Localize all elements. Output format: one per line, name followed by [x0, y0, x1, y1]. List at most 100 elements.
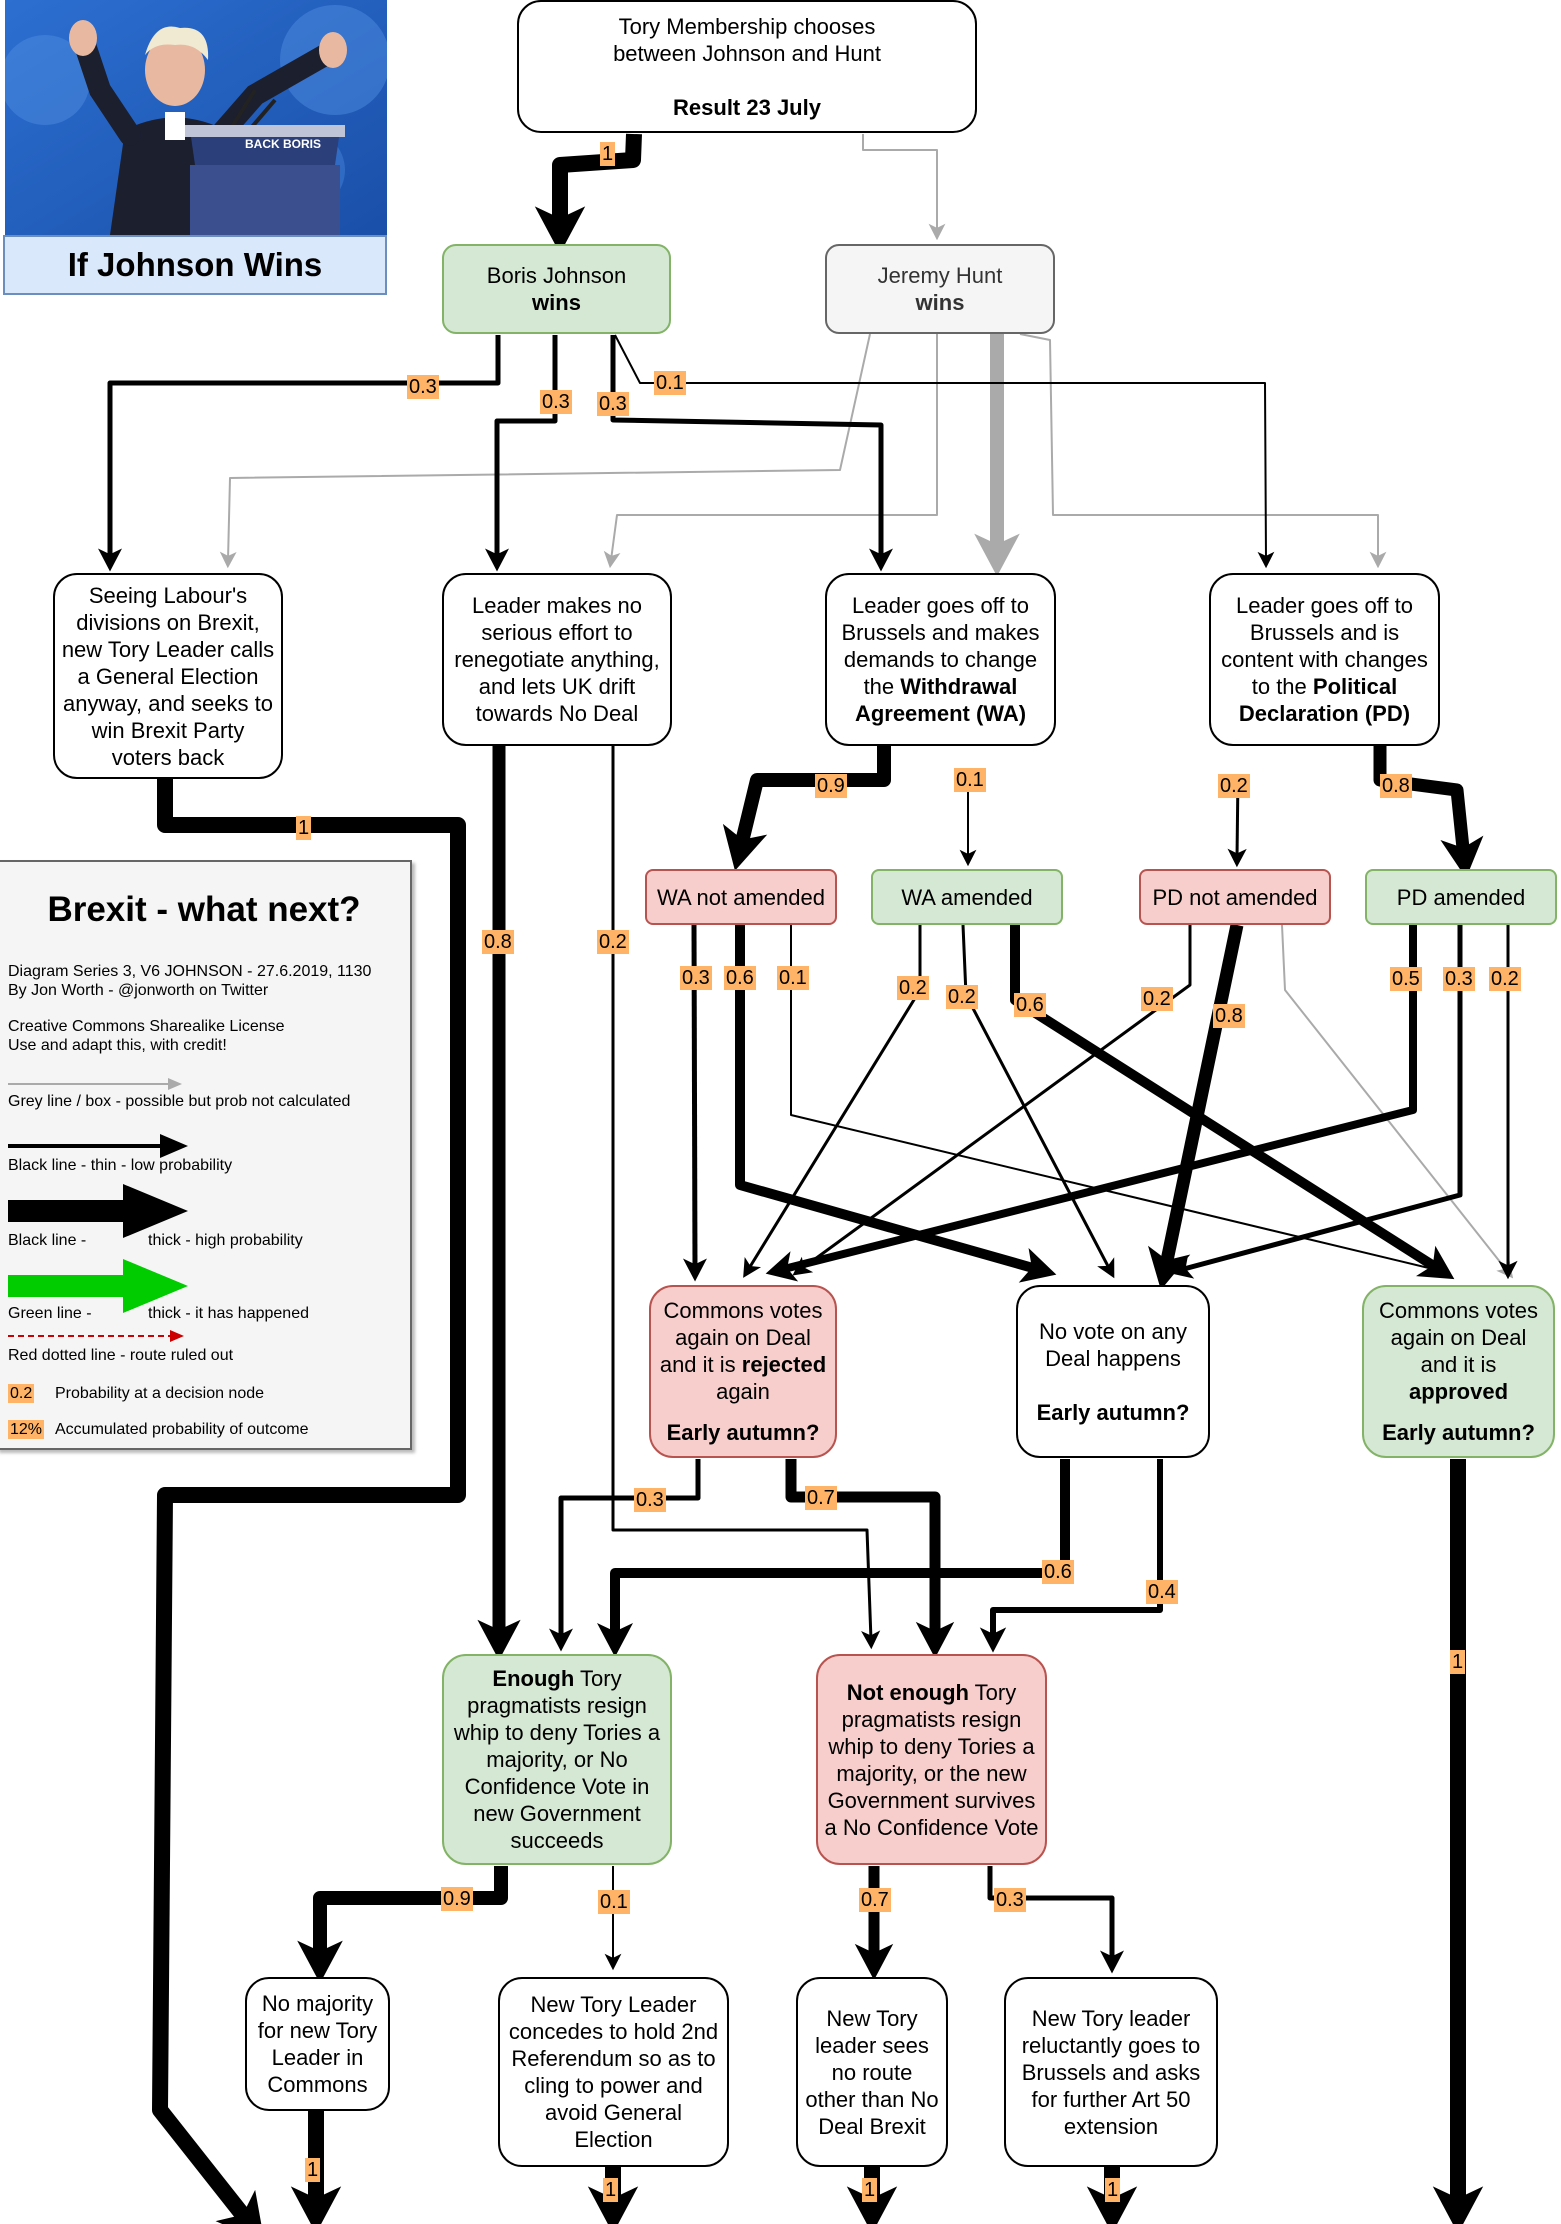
- prob-noeffort-notenough: 0.2: [597, 930, 629, 954]
- edge-pd-not-novote: [1158, 923, 1244, 1272]
- node-pd-not-text: PD not amended: [1152, 884, 1318, 910]
- edge-wa-am-rejected: [746, 925, 922, 1271]
- prob-brussels-pd-amended: 0.8: [1380, 774, 1412, 798]
- node-no-vote: No vote on any Deal happens Early autumn…: [1016, 1285, 1210, 1458]
- node-brussels-pd-bold: Political Declaration (PD): [1238, 674, 1411, 726]
- prob-wa-not-novote: 0.6: [724, 966, 756, 990]
- node-enough-pragmatists: Enough Tory pragmatists resign whip to d…: [442, 1654, 672, 1865]
- prob-novote-notenough: 0.4: [1146, 1580, 1178, 1604]
- edge-brussels-wa-not-arrowhead: [722, 823, 768, 871]
- node-labour-divisions: Seeing Labour's divisions on Brexit, new…: [53, 573, 283, 779]
- node-brussels-wa: Leader goes off to Brussels and makes de…: [825, 573, 1056, 746]
- edge-rejected-enough: [558, 1459, 701, 1640]
- legend-grey: Grey line / box - possible but prob not …: [8, 1093, 351, 1110]
- boris-photo: BACK BORIS: [5, 0, 387, 235]
- prob-rejected-notenough: 0.7: [805, 1486, 837, 1510]
- edge-labour-bottom-arrowhead: [215, 2189, 262, 2224]
- node-rejected-when: Early autumn?: [666, 1420, 820, 1445]
- edge-johnson-noeffort: [494, 335, 558, 560]
- prob-notenough-nodeal: 0.7: [859, 1888, 891, 1912]
- edge-pd-not-approved: [1281, 924, 1509, 1273]
- prob-wa-am-approved: 0.6: [1014, 993, 1046, 1017]
- legend-green-a: Green line -: [8, 1305, 92, 1322]
- legend-author: By Jon Worth - @jonworth on Twitter: [8, 982, 269, 999]
- prob-johnson-labour: 0.3: [407, 375, 439, 399]
- prob-brussels-wa-amended: 0.1: [954, 768, 986, 792]
- node-enough-text: Enough Tory pragmatists resign whip to d…: [450, 1665, 664, 1854]
- node-no-vote-text: No vote on any Deal happens: [1039, 1318, 1187, 1371]
- edge-brussels-pd-not-arrowhead: [1227, 848, 1247, 868]
- prob-wa-not-rejected: 0.3: [680, 966, 712, 990]
- edge-pd-not-rejected: [799, 925, 1192, 1272]
- edge-novote-enough: [610, 1459, 1070, 1640]
- node-no-effort: Leader makes no serious effort to renego…: [442, 573, 672, 746]
- prob-johnson-noeffort: 0.3: [540, 390, 572, 414]
- node-no-deal-brexit: New Tory leader sees no route other than…: [796, 1977, 948, 2167]
- prob-pd-not-novote: 0.8: [1213, 1004, 1245, 1028]
- node-commons-rejected-text: Commons votes again on Deal and it is re…: [657, 1297, 829, 1405]
- lectern-sign: BACK BORIS: [245, 137, 321, 151]
- edge-notenough-extension: [987, 1866, 1115, 1962]
- node-approved-bold: approved: [1408, 1379, 1509, 1404]
- edge-johnson-brussels-pd: [614, 334, 1267, 561]
- node-no-deal-text: New Tory leader sees no route other than…: [805, 2005, 939, 2139]
- prob-wa-am-novote: 0.2: [946, 985, 978, 1009]
- edge-notenough-nodeal-arrowhead: [854, 1943, 894, 1981]
- edge-brussels-wa-amended-arrowhead: [959, 849, 977, 867]
- edge-noeffort-notenough: [611, 746, 873, 1641]
- prob-wa-am-rejected: 0.2: [897, 976, 929, 1000]
- edge-johnson-noeffort-arrowhead: [485, 548, 509, 572]
- edge-johnson-brussels-pd-arrowhead: [1257, 551, 1275, 569]
- edge-novote-notenough-arrowhead: [979, 1627, 1007, 1653]
- node-no-majority-text: No majority for new Tory Leader in Commo…: [257, 1991, 378, 2097]
- node-not-enough-text: Not enough Tory pragmatists resign whip …: [824, 1679, 1039, 1841]
- edge-notenough-extension-arrowhead: [1100, 1950, 1124, 1974]
- edge-johnson-labour-arrowhead: [98, 548, 122, 572]
- node-no-majority: No majority for new Tory Leader in Commo…: [245, 1977, 390, 2111]
- prob-rejected-enough: 0.3: [634, 1488, 666, 1512]
- node-enough-post: Tory pragmatists resign whip to deny Tor…: [453, 1666, 661, 1853]
- edge-brussels-pd-amended: [1373, 746, 1471, 859]
- prob-referendum-bottom: 1: [603, 2178, 619, 2202]
- node-johnson-wins: Boris Johnson wins: [442, 244, 671, 334]
- prob-brussels-pd-not: 0.2: [1218, 774, 1250, 798]
- edge-nomajority-bottom-arrowhead: [290, 2186, 342, 2224]
- edge-pd-am-rejected-arrowhead: [765, 1251, 799, 1282]
- node-no-vote-when: Early autumn?: [1036, 1399, 1190, 1425]
- legend-prob-swatch: 0.2: [8, 1384, 35, 1403]
- edge-wa-not-rejected-arrowhead: [682, 1258, 707, 1282]
- node-second-referendum-text: New Tory Leader concedes to hold 2nd Ref…: [508, 1992, 719, 2152]
- edge-brussels-wa-not: [733, 746, 891, 852]
- node-pd-not-amended: PD not amended: [1139, 869, 1331, 925]
- edge-hunt-brussels-wa-arrowhead: [974, 533, 1020, 577]
- node-not-enough-pragmatists: Not enough Tory pragmatists resign whip …: [816, 1654, 1047, 1865]
- prob-brussels-wa-not: 0.9: [815, 774, 847, 798]
- node-not-enough-bold: Not enough: [846, 1679, 969, 1705]
- node-art50-extension-text: New Tory leader reluctantly goes to Brus…: [1021, 2005, 1201, 2139]
- node-pd-amended: PD amended: [1365, 869, 1557, 925]
- edge-wa-not-approved: [790, 925, 1438, 1271]
- node-tory-membership-result: Result 23 July: [673, 94, 821, 120]
- legend-series: Diagram Series 3, V6 JOHNSON - 27.6.2019…: [8, 963, 372, 980]
- prob-johnson-brussels-pd: 0.1: [654, 371, 686, 395]
- node-art50-extension: New Tory leader reluctantly goes to Brus…: [1004, 1977, 1218, 2167]
- edge-wa-not-novote-arrowhead: [1018, 1248, 1057, 1283]
- edge-hunt-labour-arrowhead: [219, 551, 237, 569]
- legend-prob-text: Probability at a decision node: [55, 1385, 265, 1402]
- node-brussels-pd-pre: Leader goes off to Brussels and is conte…: [1221, 593, 1428, 699]
- node-commons-rejected: Commons votes again on Deal and it is re…: [649, 1285, 837, 1458]
- edge-wa-not-novote: [735, 925, 1042, 1275]
- edge-top-hunt-arrowhead: [928, 223, 946, 241]
- edge-hunt-labour: [227, 333, 871, 561]
- edge-top-johnson-arrowhead: [534, 206, 586, 254]
- node-second-referendum: New Tory Leader concedes to hold 2nd Ref…: [498, 1977, 729, 2167]
- edge-rejected-enough-arrowhead: [549, 1628, 573, 1652]
- prob-nomajority-bottom: 1: [305, 2158, 321, 2182]
- edge-approved-bottom-arrowhead: [1432, 2186, 1484, 2224]
- prob-nodeal-bottom: 1: [862, 2178, 878, 2202]
- node-rejected-post: again: [716, 1379, 770, 1404]
- node-rejected-bold: rejected: [741, 1352, 827, 1377]
- node-brussels-wa-text: Leader goes off to Brussels and makes de…: [833, 592, 1048, 727]
- edge-extension-bottom-arrowhead: [1086, 2186, 1138, 2224]
- prob-johnson-brussels-wa: 0.3: [597, 392, 629, 416]
